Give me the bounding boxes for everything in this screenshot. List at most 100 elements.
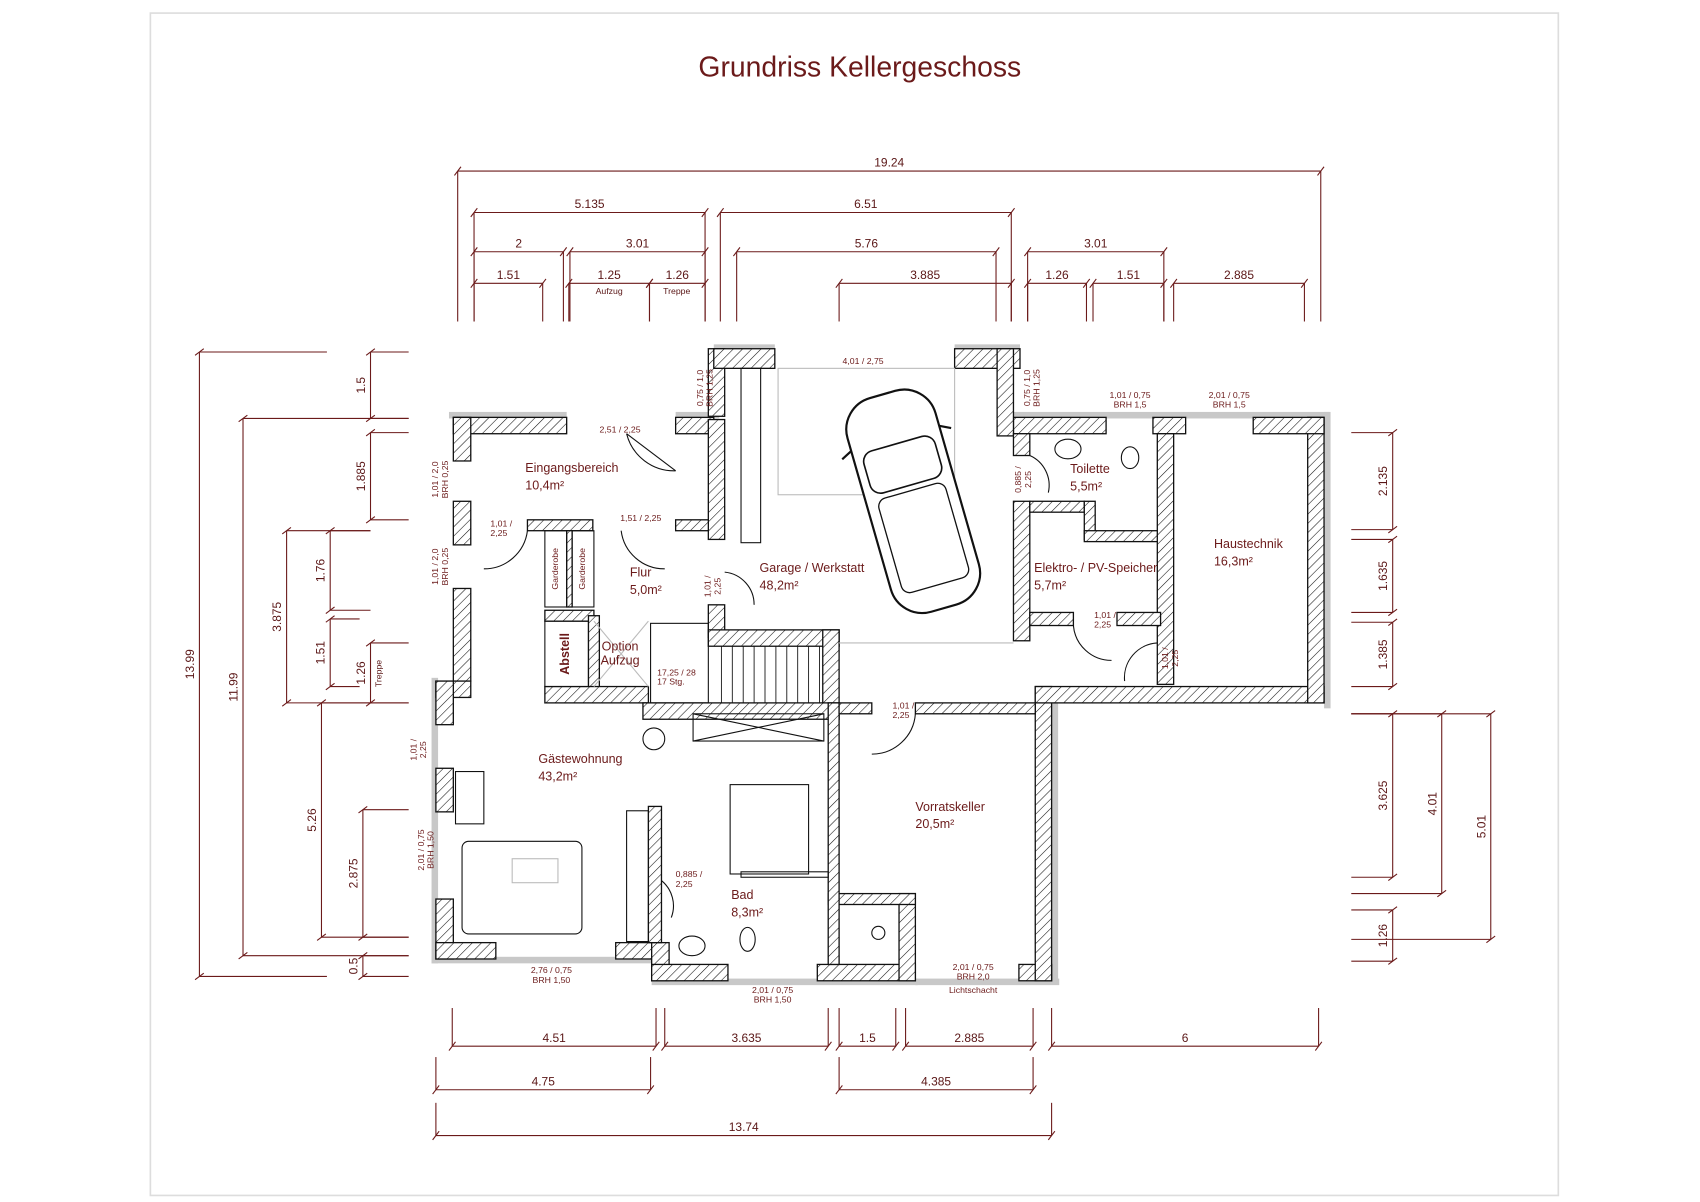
dimension-label: 4.51 (542, 1031, 566, 1045)
room-area: 43,2m² (538, 769, 577, 783)
room-name: Vorratskeller (915, 800, 985, 814)
opening-label: 0,885 /2,25 (1013, 466, 1033, 493)
dimension: 6.51 (716, 197, 1015, 322)
opening-label: 1,01 /2,25 (893, 700, 915, 720)
room-name: Eingangsbereich (525, 461, 618, 475)
room-name: Elektro- / PV-Speicher (1034, 561, 1157, 575)
dimension-label: 1.51 (1117, 268, 1141, 282)
car-icon (841, 388, 982, 615)
fixtures (454, 367, 1140, 957)
dimension-label: 1.885 (354, 461, 368, 491)
dimension: 1.26 (645, 268, 709, 322)
dimension: 4.51 (448, 1008, 660, 1051)
dimension: 19.24 (453, 156, 1325, 322)
dimension: 5.76 (732, 236, 1000, 322)
room-area: 5,5m² (1070, 479, 1102, 493)
stairs-label: 17 Stg. (657, 676, 685, 686)
room-label: Gästewohnung 43,2m² (538, 752, 622, 783)
dimension: 5.26 (305, 699, 409, 941)
dimension-label: 1.26 (666, 268, 690, 282)
dimension: 1.26 (1351, 906, 1398, 965)
option-aufzug-label: Option (602, 640, 639, 654)
dimension: 1.5 (354, 348, 409, 423)
page-title: Grundriss Kellergeschoss (698, 51, 1021, 83)
dimension: 2.135 (1351, 428, 1398, 534)
dimension: 1.26 (1023, 268, 1091, 322)
dimension-label: 3.01 (626, 236, 650, 250)
opening-label: 4,01 / 2,75 (843, 356, 884, 366)
opening-text: 2,25 (490, 528, 507, 538)
dimension-label: 3.635 (731, 1031, 761, 1045)
opening-text: BRH 1,50 (754, 995, 792, 1005)
dimension: 4.75 (432, 1057, 655, 1095)
opening-label: 0,885 /2,25 (676, 869, 703, 889)
opening-text: 2,25 (712, 578, 722, 595)
opening-label: 1,01 /2,25 (490, 518, 512, 538)
dimension-label: 6 (1182, 1031, 1189, 1045)
opening-text: BRH 1,50 (533, 975, 571, 985)
room-area: 5,0m² (630, 583, 662, 597)
lichtschacht-label: Lichtschacht (949, 985, 998, 995)
opening-text: BRH 0,25 (440, 548, 450, 586)
dimension-label: 5.135 (575, 197, 605, 211)
door-swings (483, 433, 1158, 918)
dimension-label: 6.51 (854, 197, 878, 211)
dimension: 1.5 (835, 1008, 900, 1051)
opening-text: 2,25 (1023, 471, 1033, 488)
dimension-label: 1.26 (1376, 924, 1390, 948)
opening-text: 1,01 / 0,75 (1109, 390, 1150, 400)
dimension-label: 3.885 (910, 268, 940, 282)
dimension: 6 (1047, 1008, 1323, 1051)
opening-text: 1,01 / 2,0 (430, 461, 440, 497)
opening-text: BRH 2,0 (957, 972, 990, 982)
dimension: 1.885 (354, 428, 409, 524)
dimension: 1.51 (1089, 268, 1168, 322)
dimension: 1.51 (314, 615, 360, 691)
opening-label: 1,01 /2,25 (703, 575, 723, 597)
dimension-label: 13.99 (183, 649, 197, 679)
opening-text: 2,76 / 0,75 (531, 965, 572, 975)
opening-label: 1,51 / 2,25 (620, 513, 661, 523)
opening-text: 2,01 / 0,75 (953, 962, 994, 972)
dimension: 2.885 (901, 1008, 1037, 1051)
room-name: Toilette (1070, 462, 1110, 476)
opening-text: BRH 1,25 (705, 369, 715, 407)
opening-text: BRH 1,5 (1213, 400, 1246, 410)
dimension: 3.625 (1351, 710, 1398, 881)
dimension-label: 13.74 (729, 1120, 759, 1134)
dimension: 2.885 (1169, 268, 1309, 322)
room-area: 48,2m² (760, 579, 799, 593)
room-label: Toilette 5,5m² (1070, 462, 1110, 493)
dimension-label: 1.5 (354, 377, 368, 394)
room-area: 16,3m² (1214, 555, 1253, 569)
opening-text: 4,01 / 2,75 (843, 356, 884, 366)
opening-text: 1,51 / 2,25 (620, 513, 661, 523)
stairs-label: 17,25 / 28 (657, 668, 696, 678)
dimension-label: 4.01 (1425, 792, 1439, 816)
room-name: Bad (731, 888, 753, 902)
dimension: 3.885 (835, 268, 1015, 322)
opening-text: BRH 1,5 (1114, 400, 1147, 410)
dimension: 5.01 (1351, 710, 1496, 944)
opening-label: 1,01 /2,25 (1094, 610, 1116, 630)
wall-shadows (431, 344, 1331, 986)
opening-text: BRH 0,25 (440, 460, 450, 498)
opening-text: 2,25 (893, 710, 910, 720)
dimension-label: 1.26 (354, 661, 368, 685)
room-name: Gästewohnung (538, 752, 622, 766)
dimension-label: 2.885 (954, 1031, 984, 1045)
